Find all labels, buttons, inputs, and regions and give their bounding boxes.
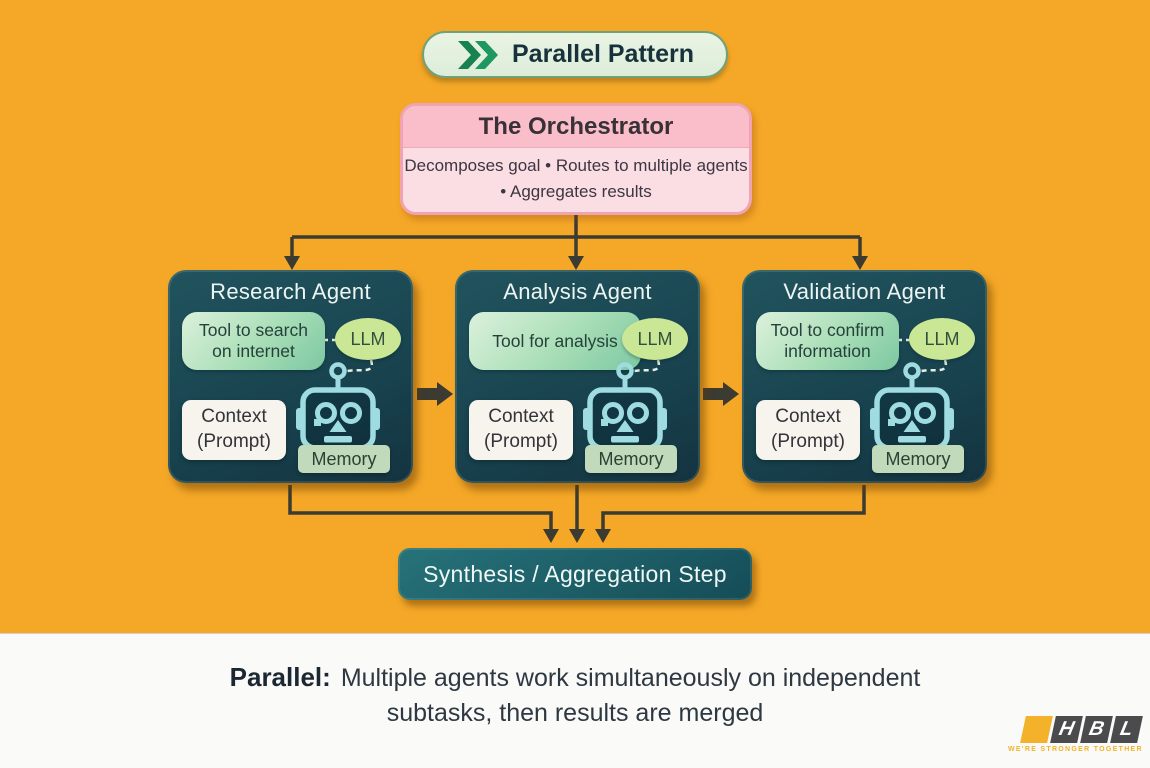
context-chip: Context (Prompt) (182, 400, 286, 460)
synthesis-step: Synthesis / Aggregation Step (398, 548, 752, 600)
llm-oval: LLM (909, 318, 975, 360)
caption-text1: Multiple agents work simultaneously on i… (340, 664, 921, 692)
orchestrator-title: The Orchestrator (478, 112, 674, 140)
hbl-logo-blocks: H B L (1008, 716, 1143, 743)
llm-oval: LLM (335, 318, 401, 360)
memory-chip: Memory (298, 445, 390, 473)
agent-card-analysis: Analysis Agent Tool for analysis LLM Con… (455, 270, 700, 483)
agent-card-validation: Validation Agent Tool to confirm informa… (742, 270, 987, 483)
tool-chip: Tool to search on internet (182, 312, 325, 370)
caption-line2: subtasks, then results are merged (386, 698, 764, 727)
hbl-logo-yellow-block (1020, 716, 1053, 743)
caption-strip: Parallel: Multiple agents work simultaneo… (0, 633, 1150, 768)
context-chip: Context (Prompt) (756, 400, 860, 460)
pattern-badge: Parallel Pattern (422, 31, 728, 78)
orchestrator-description: Decomposes goal • Routes to multiple age… (403, 148, 749, 206)
agent-card-research: Research Agent Tool to search on interne… (168, 270, 413, 483)
hbl-logo-letter: L (1110, 716, 1143, 743)
orchestrator-header: The Orchestrator (403, 106, 749, 148)
orchestrator-line1: Decomposes goal • Routes to multiple age… (404, 156, 748, 175)
memory-chip: Memory (585, 445, 677, 473)
robot-icon (870, 362, 954, 451)
caption-lead: Parallel: (229, 662, 331, 692)
orchestrator-card: The Orchestrator Decomposes goal • Route… (400, 103, 752, 215)
agent-title: Research Agent (210, 279, 371, 304)
tool-chip: Tool to confirm information (756, 312, 899, 370)
llm-oval: LLM (622, 318, 688, 360)
memory-chip: Memory (872, 445, 964, 473)
caption-line1: Parallel: Multiple agents work simultaneo… (0, 660, 1150, 696)
hbl-logo: H B L WE'RE STRONGER TOGETHER (1008, 716, 1143, 753)
agent-title: Analysis Agent (503, 279, 652, 304)
orchestrator-line2: • Aggregates results (500, 182, 652, 202)
hbl-logo-letter: B (1080, 716, 1113, 743)
caption: Parallel: Multiple agents work simultaneo… (0, 660, 1150, 730)
agent-title: Validation Agent (783, 279, 946, 304)
robot-icon (583, 362, 667, 451)
double-chevron-icon (457, 40, 498, 69)
hbl-logo-letter: H (1050, 716, 1083, 743)
tool-chip: Tool for analysis (469, 312, 641, 370)
context-chip: Context (Prompt) (469, 400, 573, 460)
robot-icon (296, 362, 380, 451)
pattern-badge-label: Parallel Pattern (511, 40, 695, 68)
hbl-tagline: WE'RE STRONGER TOGETHER (1008, 746, 1143, 753)
